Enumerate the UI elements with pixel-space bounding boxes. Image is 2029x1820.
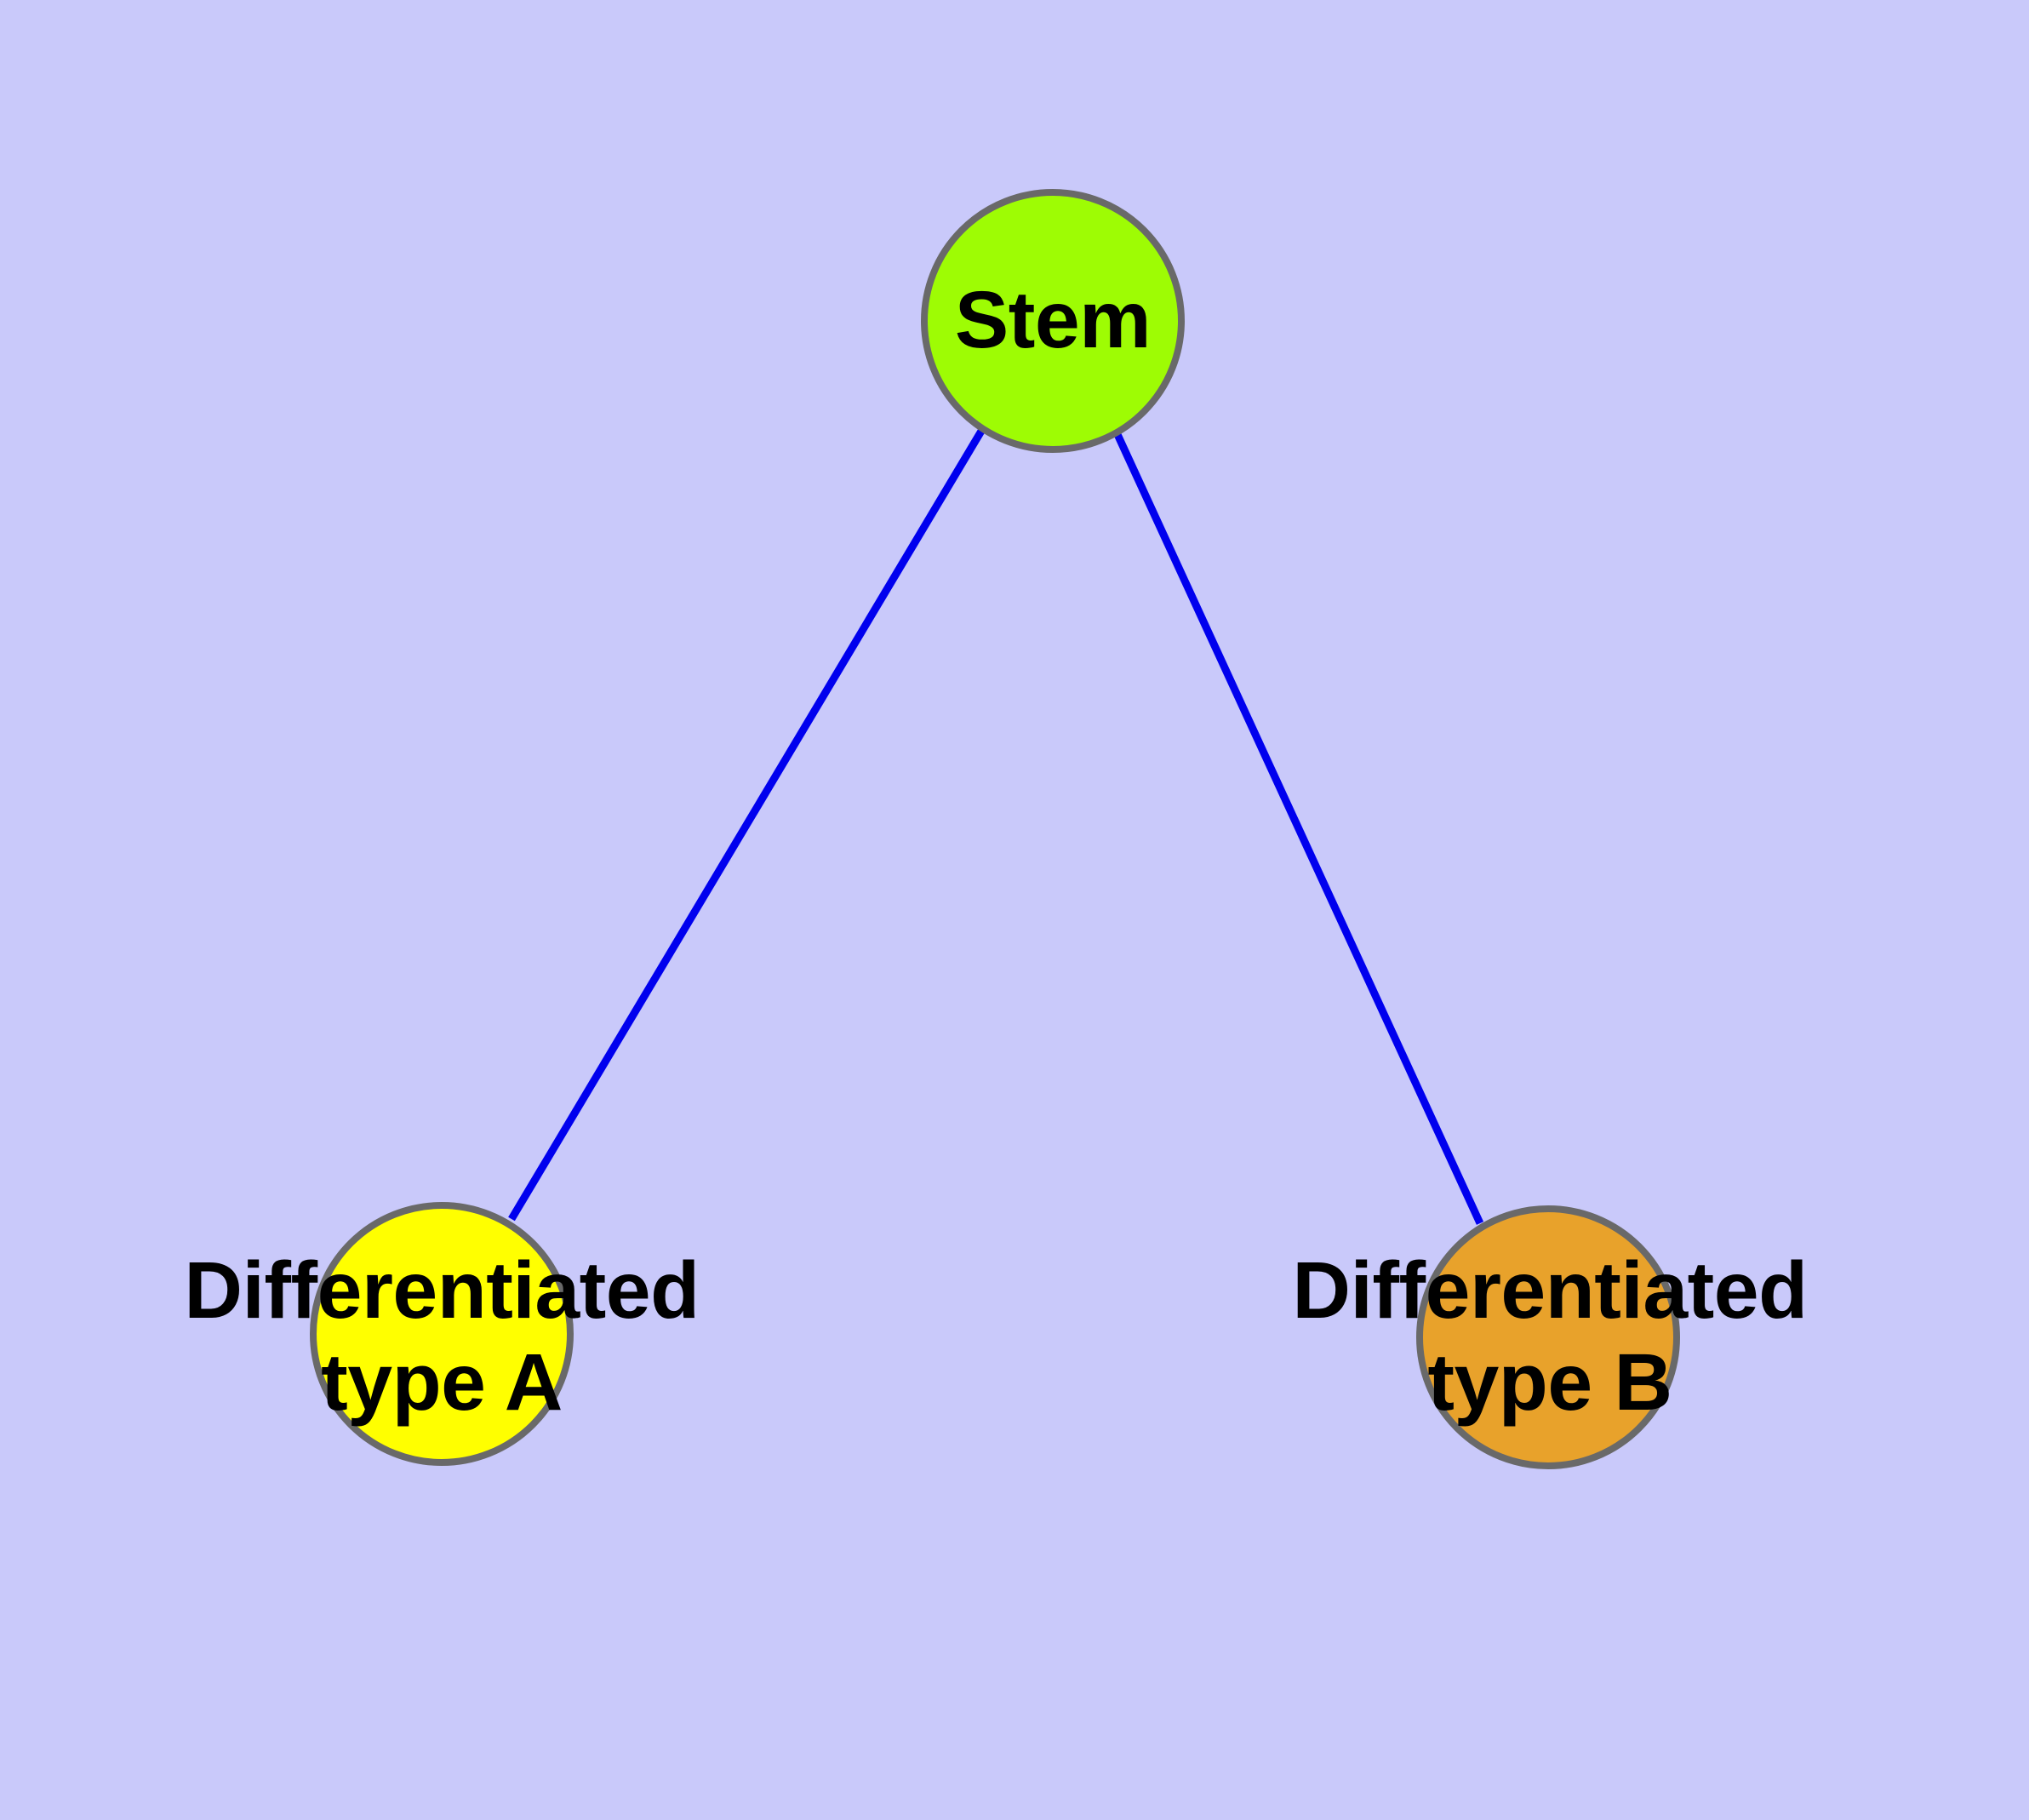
node-differentiated-type-b[interactable]	[1416, 1205, 1680, 1469]
edge-stem-to-differentiated-type-a[interactable]	[508, 426, 986, 1222]
edge-stem-to-differentiated-type-b[interactable]	[1112, 429, 1484, 1225]
node-differentiated-type-a[interactable]	[310, 1202, 574, 1466]
node-stem[interactable]	[921, 189, 1185, 453]
